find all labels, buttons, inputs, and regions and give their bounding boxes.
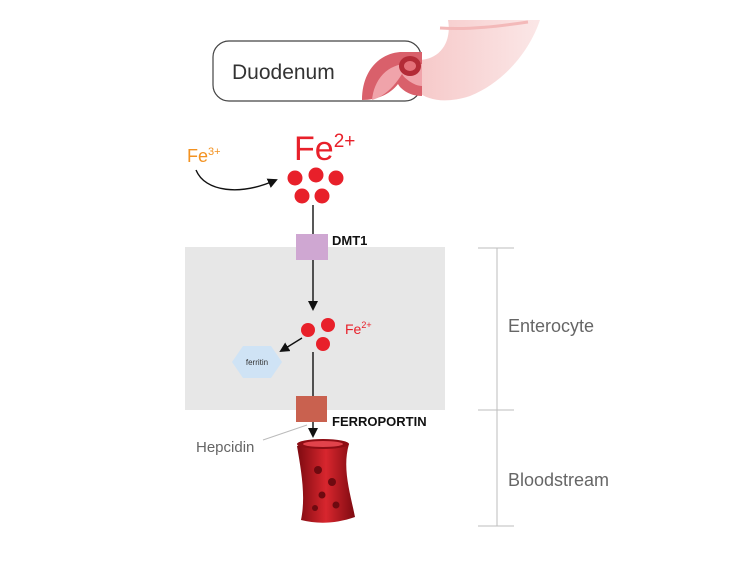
hepcidin-label: Hepcidin xyxy=(196,439,254,456)
fe3-ion-label: Fe3+ xyxy=(187,146,221,166)
fe2-dots-cluster xyxy=(287,167,344,204)
ferritin-hexagon: ferritin xyxy=(232,346,282,378)
fe3-base: Fe xyxy=(187,146,208,166)
iron-dot xyxy=(294,188,310,204)
duodenum-illustration xyxy=(418,20,540,101)
bloodstream-label: Bloodstream xyxy=(508,470,609,490)
fe2-ion-label: Fe2+ xyxy=(294,130,355,168)
iron-dot xyxy=(328,170,344,186)
ferritin-label: ferritin xyxy=(246,358,268,367)
reduction-arrow xyxy=(195,169,278,191)
fe2-inner-base: Fe xyxy=(345,321,362,337)
svg-text:Fe2+: Fe2+ xyxy=(345,320,372,337)
ferroportin-transporter xyxy=(296,396,327,422)
hepcidin-pointer-line xyxy=(262,424,308,441)
iron-dot xyxy=(314,188,330,204)
ferritin-storage-arrow xyxy=(279,337,303,353)
fe2-base: Fe xyxy=(294,130,334,168)
enterocyte-cell xyxy=(185,247,445,410)
fe2-inner-label: Fe2+ xyxy=(345,320,372,337)
iron-dot xyxy=(301,323,315,337)
ferroportin-label: FERROPORTIN xyxy=(332,414,427,429)
svg-text:Fe3+: Fe3+ xyxy=(187,146,221,166)
fe2-charge: 2+ xyxy=(334,131,356,152)
dmt1-label: DMT1 xyxy=(332,233,367,248)
fe2-inner-charge: 2+ xyxy=(361,320,371,330)
iron-dot xyxy=(316,337,330,351)
intracellular-iron-dots xyxy=(301,318,335,351)
iron-dot xyxy=(287,170,303,186)
duodenum-section-icon xyxy=(362,52,422,100)
svg-text:Fe2+: Fe2+ xyxy=(294,130,355,168)
region-bracket xyxy=(478,247,514,527)
iron-dot xyxy=(308,167,324,183)
blood-vessel-icon xyxy=(297,439,355,523)
dmt1-transporter xyxy=(296,234,328,260)
duodenum-label: Duodenum xyxy=(232,61,335,84)
fe3-charge: 3+ xyxy=(208,146,221,158)
iron-dot xyxy=(321,318,335,332)
enterocyte-label: Enterocyte xyxy=(508,316,594,336)
